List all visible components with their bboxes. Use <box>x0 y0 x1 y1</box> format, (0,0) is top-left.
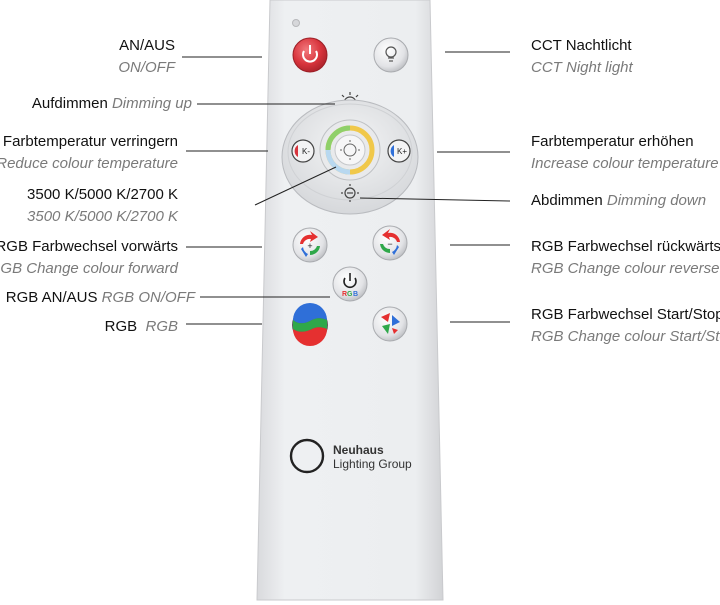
k-plus-button[interactable]: K+ <box>387 139 411 163</box>
rgb-reverse-button[interactable]: − <box>372 225 408 261</box>
cct-center-button[interactable] <box>319 119 381 181</box>
rgb-startstop-button[interactable] <box>372 306 408 342</box>
k-plus-icon: K+ <box>397 147 407 156</box>
label-dim-down: Abdimmen Dimming down <box>531 192 707 209</box>
k-minus-button[interactable]: K- <box>291 139 315 163</box>
label-rgb-forward: RGB Farbwechsel vorwärts RGB Change colo… <box>0 238 178 277</box>
svg-text:B: B <box>353 291 358 298</box>
sun-icon <box>340 140 360 160</box>
sun-minus-icon <box>341 184 359 202</box>
brand-line2: Lighting Group <box>333 457 412 471</box>
label-rgb-reverse: RGB Farbwechsel rückwärts RGB Change col… <box>531 238 720 277</box>
label-dim-up: Aufdimmen Dimming up <box>31 95 192 112</box>
label-temp-down: Farbtemperatur verringern Reduce colour … <box>0 133 178 172</box>
label-temp-up: Farbtemperatur erhöhen Increase colour t… <box>531 133 719 172</box>
power-icon <box>302 45 318 63</box>
label-rgb: RGB RGB <box>104 318 178 335</box>
rgb-power-button[interactable]: R G B <box>332 266 368 302</box>
dim-down-button[interactable] <box>341 184 359 202</box>
rgb-forward-button[interactable]: + <box>292 227 328 263</box>
rgb-power-icon <box>343 273 357 289</box>
night-light-button[interactable] <box>373 37 409 73</box>
rgb-forward-icon: + <box>300 231 320 257</box>
svg-text:+: + <box>307 241 312 251</box>
rgb-color-button[interactable] <box>292 303 328 346</box>
bulb-icon <box>385 46 397 62</box>
label-rgb-startstop: RGB Farbwechsel Start/Stop RGB Change co… <box>531 306 720 345</box>
rgb-color-icon <box>293 303 327 346</box>
power-button[interactable] <box>292 37 328 73</box>
brand-logo-icon <box>289 438 325 474</box>
svg-text:G: G <box>347 291 353 298</box>
rgb-startstop-icon <box>381 313 400 334</box>
label-on-off: AN/AUS ON/OFF <box>118 37 175 76</box>
k-minus-icon: K- <box>302 147 310 156</box>
brand-line1: Neuhaus <box>333 443 384 457</box>
label-kelvin: 3500 K/5000 K/2700 K 3500 K/5000 K/2700 … <box>27 186 178 225</box>
rgb-reverse-icon: − <box>380 229 400 255</box>
label-rgb-onoff: RGB AN/AUS RGB ON/OFF <box>5 289 195 306</box>
svg-text:−: − <box>387 239 392 249</box>
svg-text:R: R <box>342 291 347 298</box>
brand-text: Neuhaus Lighting Group <box>333 443 412 471</box>
label-cct-night: CCT Nachtlicht CCT Night light <box>531 37 633 76</box>
